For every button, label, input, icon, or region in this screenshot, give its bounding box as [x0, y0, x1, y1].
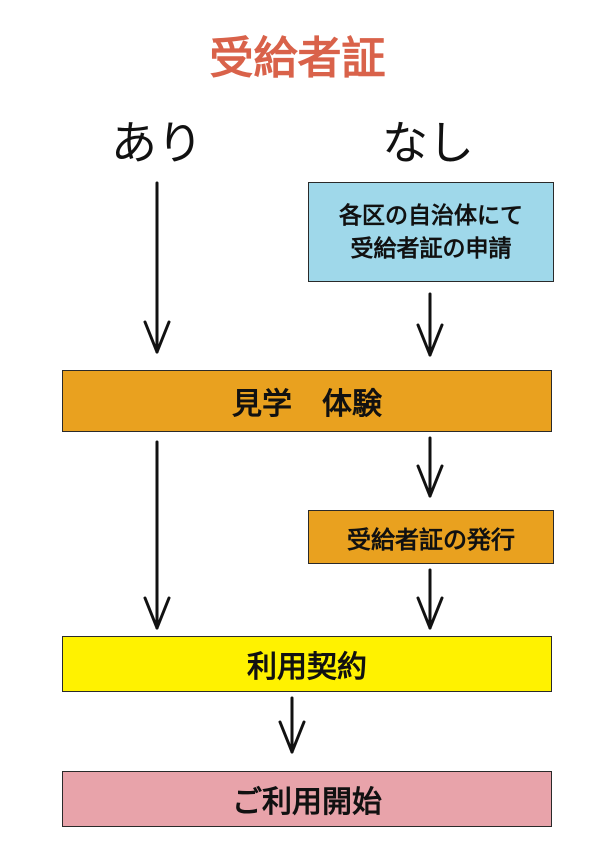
arrow-visit-to-issue: [416, 436, 444, 498]
arrow-apply-to-visit: [416, 292, 444, 357]
arrow-yes-to-visit: [143, 181, 171, 354]
apply-step-box: 各区の自治体にて 受給者証の申請: [308, 182, 554, 282]
issue-step-label: 受給者証の発行: [347, 524, 515, 554]
contract-step-box: 利用契約: [62, 636, 552, 692]
apply-step-line1: 各区の自治体にて: [339, 201, 523, 229]
visit-step-box: 見学 体験: [62, 370, 552, 432]
branch-label-no: なし: [382, 116, 474, 170]
diagram-title: 受給者証: [209, 33, 386, 84]
start-step-box: ご利用開始: [62, 771, 552, 827]
contract-step-label: 利用契約: [247, 650, 367, 685]
issue-step-box: 受給者証の発行: [308, 510, 554, 564]
start-step-label: ご利用開始: [232, 785, 382, 820]
visit-step-label: 見学 体験: [232, 387, 382, 422]
arrow-issue-to-contract: [416, 568, 444, 630]
apply-step-line2: 受給者証の申請: [350, 235, 512, 262]
arrow-contract-to-start: [278, 696, 306, 754]
branch-label-yes: あり: [111, 116, 203, 170]
arrow-visit-to-contract: [143, 440, 171, 630]
